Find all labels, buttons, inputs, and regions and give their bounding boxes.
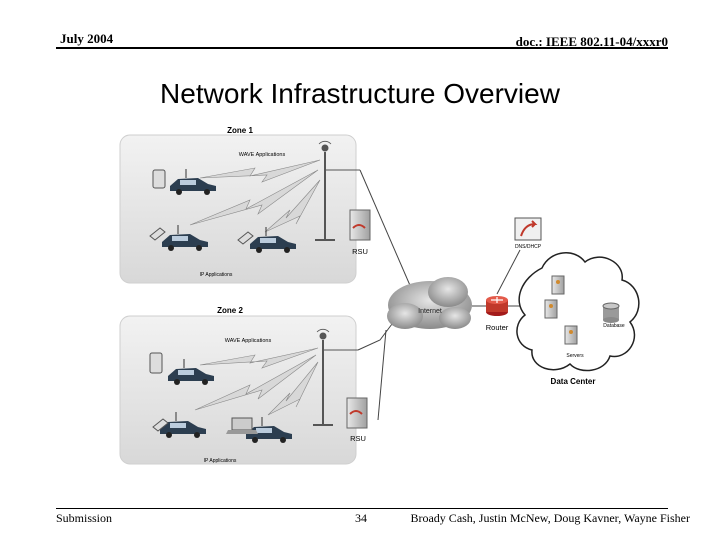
server-icons <box>544 275 578 345</box>
router-icon <box>486 296 508 316</box>
footer-authors: Broady Cash, Justin McNew, Doug Kavner, … <box>410 511 690 525</box>
data-center-cloud <box>516 252 640 372</box>
zone-1-ip-label: IP Applications <box>200 272 233 278</box>
laptop-icon <box>226 417 258 434</box>
header-doc-id: doc.: IEEE 802.11-04/xxxr0 <box>515 34 668 49</box>
zone-1-label: Zone 1 <box>227 126 253 135</box>
wireless-link-icons <box>189 159 321 416</box>
slide-title: Network Infrastructure Overview <box>160 78 560 109</box>
database-icon <box>602 302 620 323</box>
header-date: July 2004 <box>60 31 114 46</box>
zone-2-label: Zone 2 <box>217 306 243 315</box>
zone-2-rsu-icon <box>346 397 368 429</box>
zone-2-wave-label: WAVE Applications <box>225 338 272 344</box>
zone-2-rsu-label: RSU <box>350 434 366 443</box>
footer-submission: Submission <box>56 511 113 525</box>
servers-label: Servers <box>566 353 584 359</box>
data-center-label: Data Center <box>551 377 596 386</box>
dns-dhcp-label: DNS/DHCP <box>515 244 542 250</box>
zone-1-rsu-icon <box>349 209 371 241</box>
zone-1-rsu-label: RSU <box>352 247 368 256</box>
footer-page-number: 34 <box>355 511 367 525</box>
router-label: Router <box>486 323 509 332</box>
dns-dhcp-server-icon <box>514 217 542 241</box>
car-icons <box>160 169 296 443</box>
database-label: Database <box>603 323 625 329</box>
zone-2-antenna-tower-icon <box>313 328 358 426</box>
handheld-device-icons <box>149 169 254 432</box>
header-rule <box>56 47 668 49</box>
internet-label: Internet <box>418 308 442 315</box>
footer-rule <box>56 508 668 509</box>
zone-1-wave-label: WAVE Applications <box>239 152 286 158</box>
zone-2-ip-label: IP Applications <box>204 458 237 464</box>
internet-cloud-icon <box>387 277 472 329</box>
zone-1-antenna-tower-icon <box>315 140 360 241</box>
